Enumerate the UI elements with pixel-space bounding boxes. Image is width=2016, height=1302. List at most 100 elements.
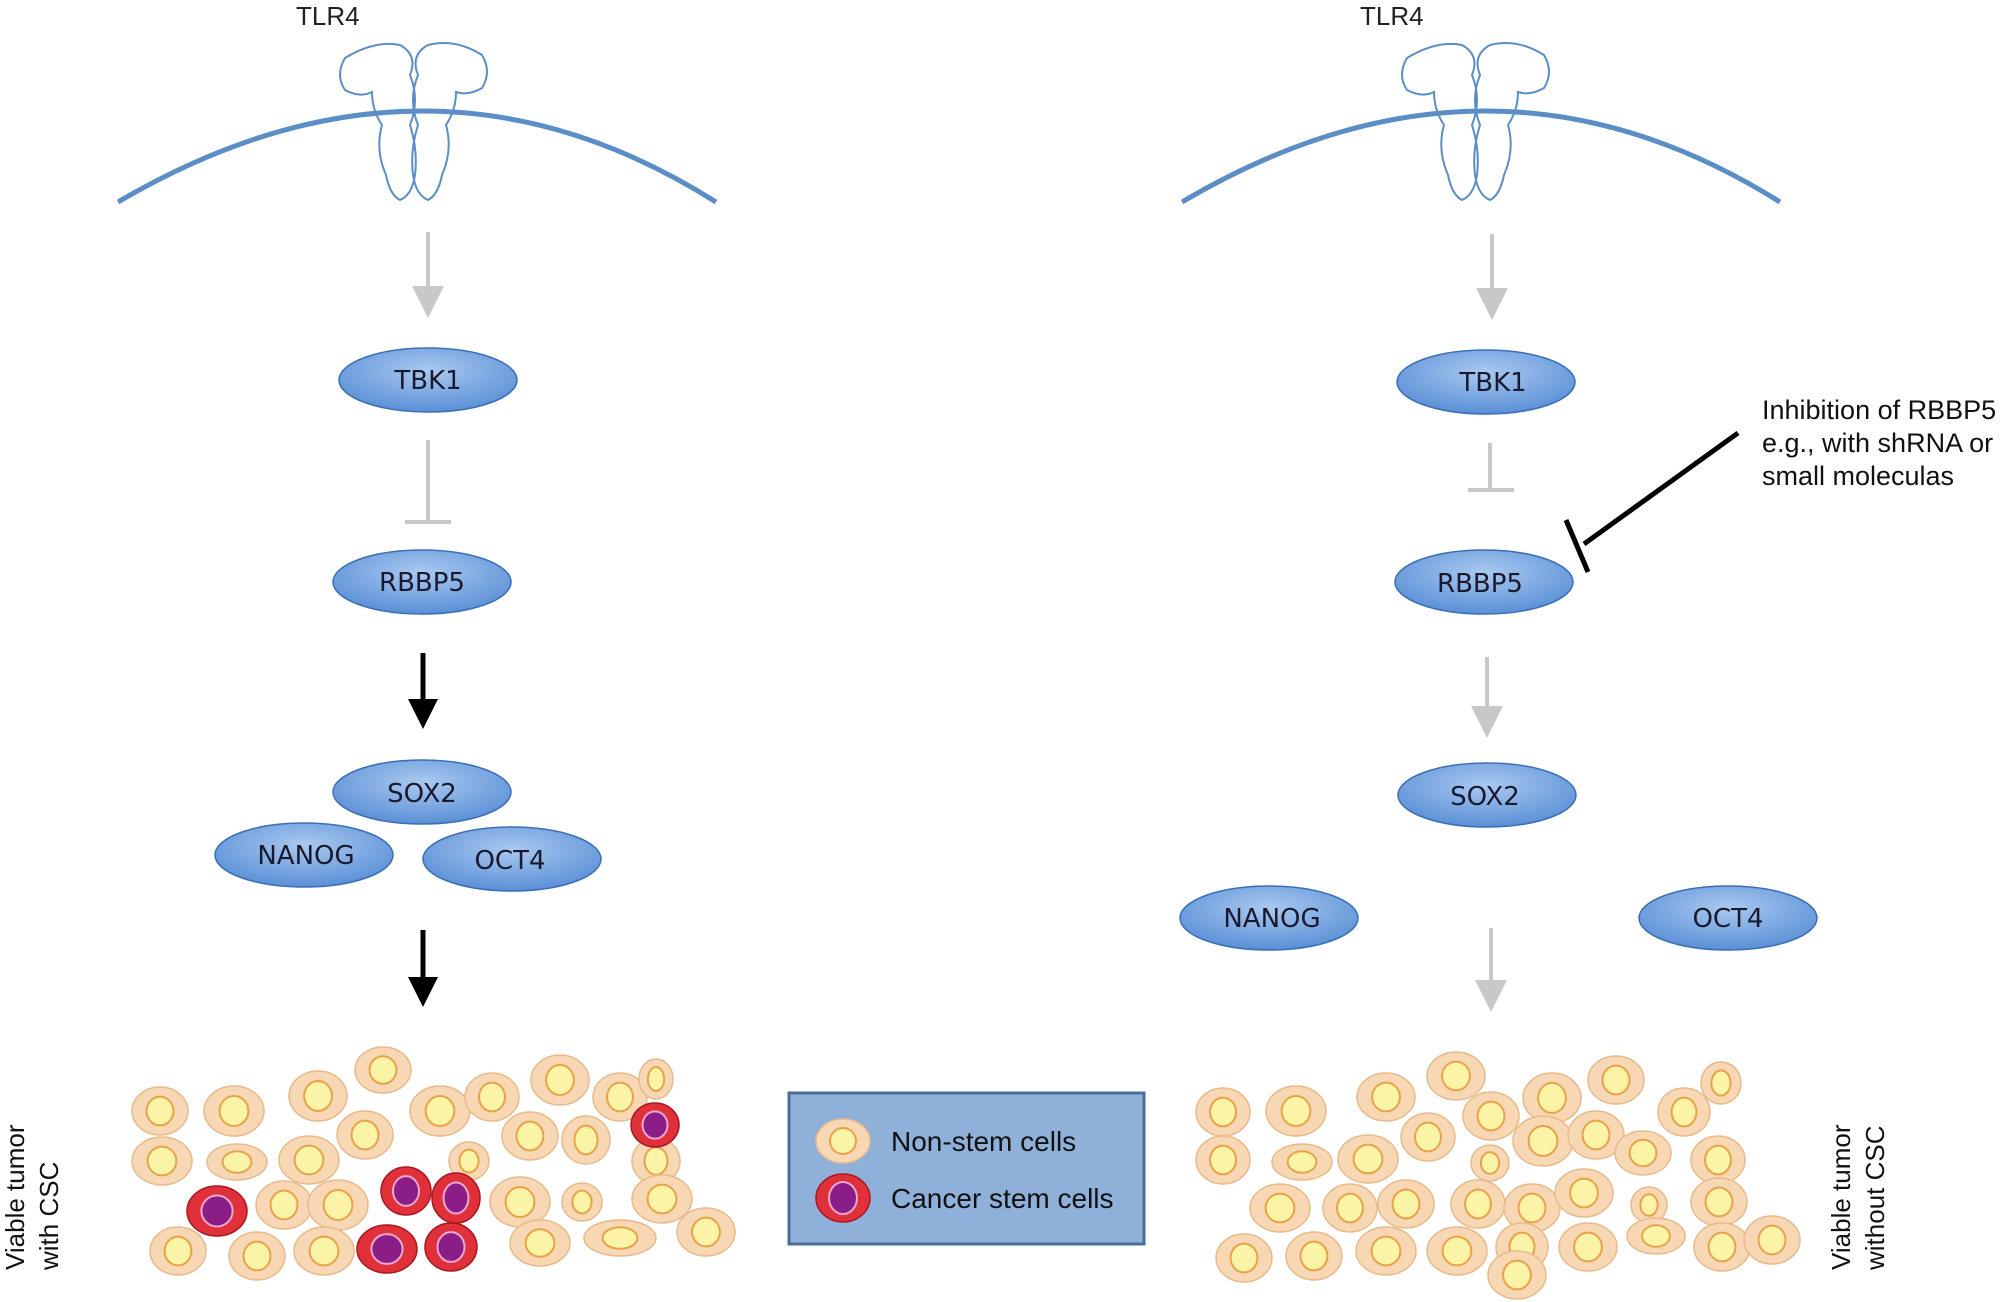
non-stem-cell (1567, 1110, 1625, 1160)
inhibitor-bar (1563, 519, 1591, 573)
inhibition-note: Inhibition of RBBP5 e.g., with shRNA or … (1762, 395, 2004, 491)
rbbp5-label-left: RBBP5 (379, 568, 465, 598)
non-stem-cell (255, 1180, 313, 1230)
tbk1-label-right: TBK1 (1458, 368, 1526, 398)
cell-membrane-right (1180, 108, 1782, 205)
non-stem-cell (1337, 1134, 1399, 1184)
non-stem-cell (1462, 1091, 1520, 1141)
cancer-stem-cell (630, 1102, 680, 1148)
non-stem-cell (1322, 1183, 1378, 1233)
non-stem-cell (638, 1058, 674, 1100)
legend-non-stem-label: Non-stem cells (891, 1126, 1076, 1157)
tumor-label-right: Viable tumor without CSC (1826, 1117, 1890, 1271)
oct4-node-right (1638, 885, 1818, 951)
cell-membrane-left (116, 108, 718, 205)
non-stem-cell (1450, 1179, 1506, 1229)
non-stem-cell (149, 1226, 207, 1276)
sox2-node-left (332, 759, 512, 825)
non-stem-cell (561, 1182, 603, 1222)
non-stem-cell (1426, 1051, 1486, 1101)
non-stem-cell (1690, 1135, 1746, 1185)
non-stem-cell (293, 1226, 355, 1276)
tumor-cells-right (1195, 1051, 1801, 1300)
non-stem-cell (1626, 1217, 1686, 1255)
legend: Non-stem cells Cancer stem cells (787, 1091, 1146, 1246)
rbbp5-label-right: RBBP5 (1437, 569, 1523, 599)
legend-cancer-stem-label: Cancer stem cells (891, 1183, 1114, 1214)
non-stem-cell (631, 1174, 693, 1224)
cancer-stem-cell (380, 1166, 432, 1216)
tlr4-receptor-icon-right (1401, 42, 1550, 202)
non-stem-cell (530, 1054, 590, 1106)
tlr4-label-left: TLR4 (296, 1, 360, 31)
tumor-label-left: Viable tumor with CSC (0, 1117, 64, 1271)
oct4-node-left (422, 826, 602, 892)
inhibitor-line (1582, 430, 1740, 547)
oct4-label-left: OCT4 (474, 846, 545, 876)
inhibition-note-line-2: e.g., with shRNA or (1762, 428, 1993, 458)
cancer-stem-cell (186, 1185, 248, 1237)
non-stem-cell (1215, 1233, 1273, 1283)
non-stem-cell (1285, 1231, 1343, 1281)
tlr4-label-right: TLR4 (1360, 1, 1424, 31)
non-stem-cell (1265, 1085, 1327, 1137)
non-stem-cell (1657, 1087, 1711, 1137)
non-stem-cell (409, 1085, 471, 1137)
non-stem-cell (1743, 1215, 1801, 1265)
tumor-cells-left (131, 1046, 736, 1281)
tumor-label-right-line-2: without CSC (1860, 1126, 1890, 1272)
non-stem-cell (228, 1231, 286, 1281)
cancer-stem-cell (431, 1172, 481, 1224)
non-stem-cell (1558, 1222, 1618, 1272)
non-stem-cell (288, 1070, 348, 1122)
non-stem-cell (676, 1207, 736, 1257)
inhibition-note-line-1: Inhibition of RBBP5 (1762, 395, 1996, 425)
non-stem-cell (561, 1115, 611, 1165)
non-stem-cell (1249, 1183, 1311, 1233)
rbbp5-node-right (1394, 549, 1574, 615)
non-stem-cell (1693, 1222, 1751, 1272)
non-stem-cell (501, 1111, 559, 1161)
non-stem-cell (1587, 1055, 1645, 1105)
non-stem-cell (336, 1110, 394, 1160)
non-stem-cell (1355, 1226, 1417, 1276)
tbk1-label-left: TBK1 (393, 366, 461, 396)
non-stem-cell (1356, 1072, 1416, 1122)
non-stem-cell (583, 1219, 657, 1257)
rbbp5-node-left (332, 549, 512, 615)
non-stem-cell (1195, 1087, 1251, 1137)
cancer-stem-cell (424, 1222, 478, 1272)
non-stem-cell (307, 1179, 369, 1231)
tbk1-node-right (1396, 349, 1576, 415)
non-stem-cell (1400, 1112, 1456, 1162)
tumor-label-right-line-1: Viable tumor (1826, 1124, 1856, 1270)
non-stem-cell (203, 1085, 265, 1137)
nanog-node-left (214, 822, 394, 888)
non-stem-cell (131, 1086, 189, 1136)
nanog-node-right (1179, 885, 1359, 951)
non-stem-cell (206, 1143, 268, 1181)
non-stem-cell (1512, 1115, 1574, 1167)
non-stem-cell (1470, 1144, 1510, 1182)
non-stem-cell (464, 1072, 520, 1122)
non-stem-cell (1426, 1226, 1488, 1276)
tumor-label-left-line-2: with CSC (34, 1162, 64, 1271)
legend-non-stem-icon (815, 1118, 871, 1164)
non-stem-cell (278, 1135, 340, 1185)
non-stem-cell (1700, 1061, 1742, 1105)
non-stem-cell (1195, 1135, 1251, 1185)
non-stem-cell (592, 1072, 648, 1122)
tumor-label-left-line-1: Viable tumor (0, 1124, 30, 1270)
non-stem-cell (1554, 1168, 1614, 1218)
non-stem-cell (1690, 1177, 1748, 1227)
non-stem-cell (131, 1136, 193, 1186)
legend-cancer-stem-icon (815, 1173, 871, 1223)
sox2-node-right (1397, 762, 1577, 828)
non-stem-cell (489, 1176, 551, 1228)
non-stem-cell (1377, 1179, 1435, 1229)
non-stem-cell (1614, 1130, 1672, 1176)
non-stem-cell (1487, 1250, 1547, 1300)
inhibition-note-line-3: small moleculas (1762, 461, 1954, 491)
non-stem-cell (1271, 1143, 1333, 1181)
